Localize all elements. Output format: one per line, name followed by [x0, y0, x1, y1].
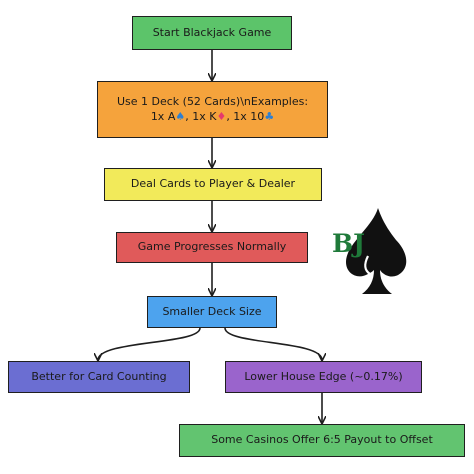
logo-text: BJ — [332, 229, 365, 258]
payout-label: Some Casinos Offer 6:5 Payout to Offset — [211, 433, 433, 447]
start-node: Start Blackjack Game — [132, 16, 292, 50]
deck-label-line1: Use 1 Deck (52 Cards)\nExamples: — [116, 94, 309, 108]
game-node: Game Progresses Normally — [116, 232, 308, 263]
arrow-smaller-to-edge — [224, 327, 322, 360]
club-suit-icon: ♣ — [264, 109, 275, 123]
deck-king-text: , 1x K — [185, 109, 217, 123]
house-edge-label: Lower House Edge (~0.17%) — [244, 369, 403, 383]
arrow-smaller-to-counting — [98, 327, 201, 360]
deck-label-line2: 1x A♠, 1x K♦, 1x 10♣ — [151, 110, 274, 125]
spade-icon — [346, 208, 407, 294]
smaller-deck-node: Smaller Deck Size — [147, 296, 277, 328]
card-counting-label: Better for Card Counting — [31, 369, 167, 383]
diamond-suit-icon: ♦ — [216, 109, 227, 123]
payout-node: Some Casinos Offer 6:5 Payout to Offset — [179, 424, 465, 457]
deck-ten-text: , 1x 10 — [226, 109, 265, 123]
blackjack-logo: BJ — [332, 208, 407, 294]
spade-suit-icon: ♠ — [175, 109, 186, 123]
game-label: Game Progresses Normally — [137, 240, 287, 254]
deck-ace-text: 1x A — [150, 109, 176, 123]
smaller-deck-label: Smaller Deck Size — [162, 304, 262, 318]
house-edge-node: Lower House Edge (~0.17%) — [225, 361, 422, 393]
start-label: Start Blackjack Game — [152, 25, 272, 39]
deck-node: Use 1 Deck (52 Cards)\nExamples: 1x A♠, … — [97, 81, 328, 138]
deal-label: Deal Cards to Player & Dealer — [130, 177, 296, 191]
card-counting-node: Better for Card Counting — [8, 361, 190, 393]
deal-node: Deal Cards to Player & Dealer — [104, 168, 322, 201]
